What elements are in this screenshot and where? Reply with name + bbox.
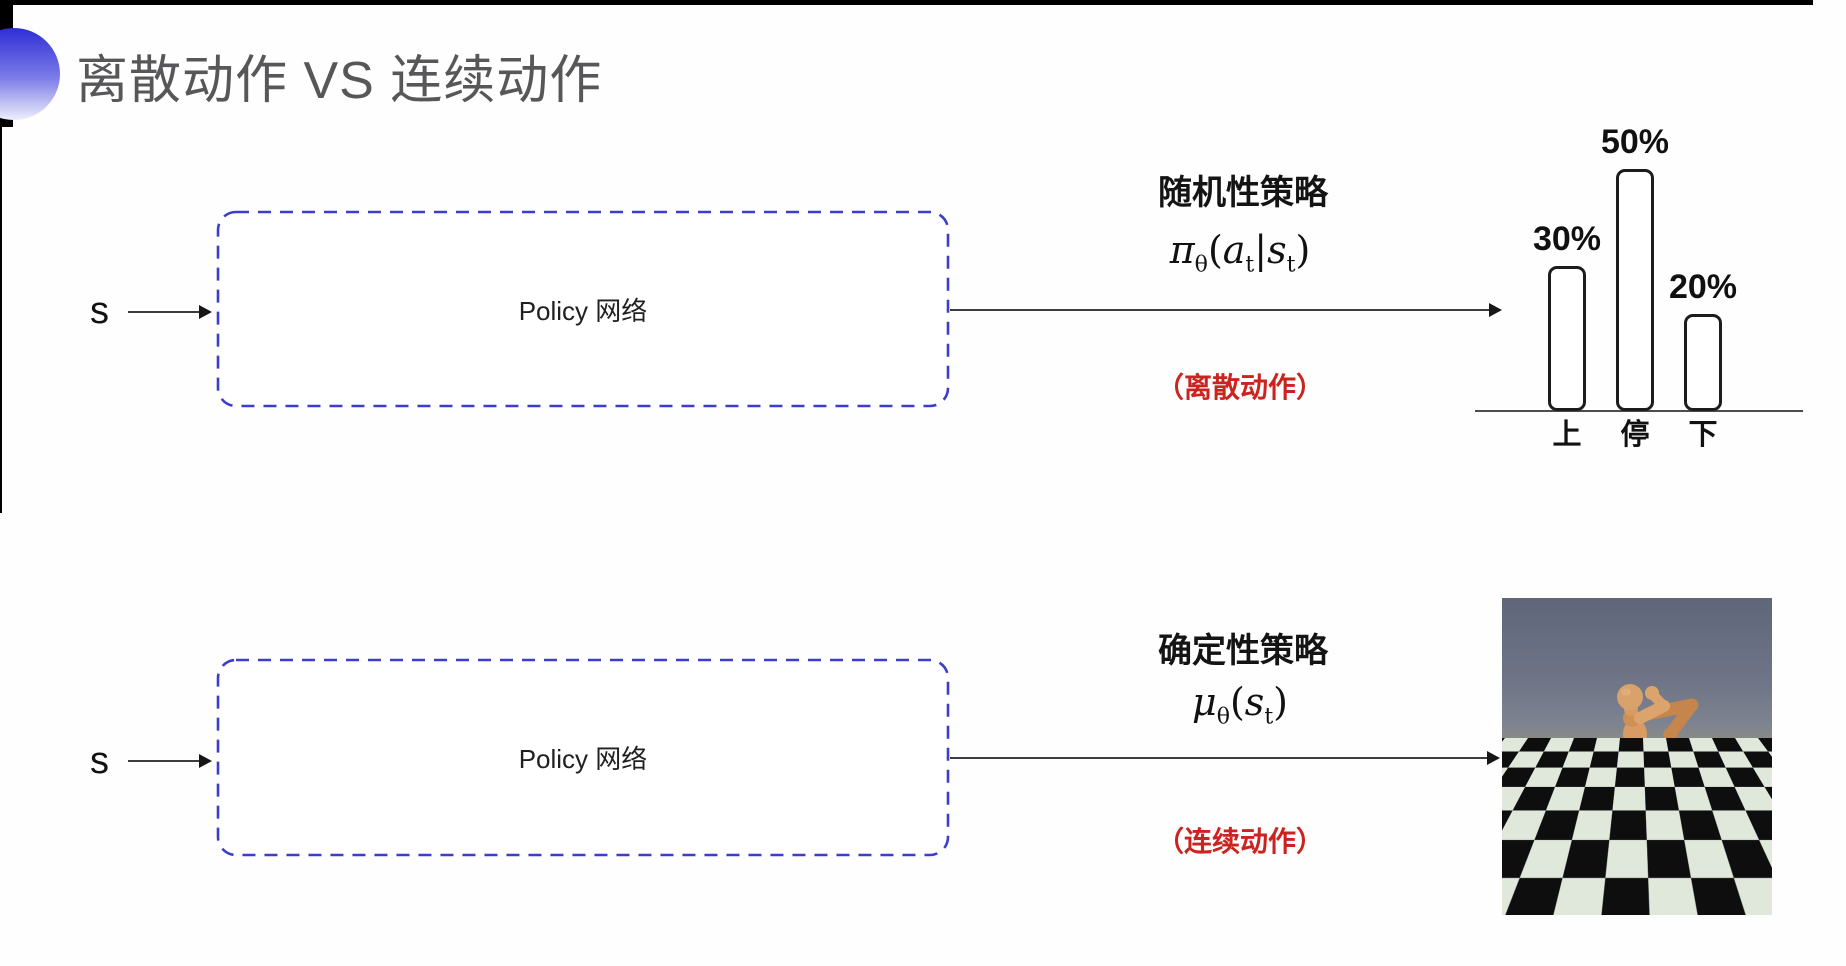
chart-bar [1616, 169, 1654, 411]
input-arrow-top [128, 305, 212, 319]
policy-network-label-bottom: Policy 网络 [518, 744, 648, 774]
annotation-continuous-action: （连续动作） [1155, 826, 1324, 857]
policy-formula-stochastic: πθ(at|st) [1169, 228, 1311, 278]
chart-category-label: 停 [1620, 419, 1650, 451]
chart-category-label: 上 [1552, 419, 1582, 451]
page-title: 离散动作 VS 连续动作 [76, 52, 603, 110]
annotation-discrete-action: （离散动作） [1155, 372, 1324, 403]
humanoid-figure [1572, 684, 1699, 908]
chart-baseline [1475, 410, 1803, 412]
chart-category-label: 下 [1688, 419, 1718, 451]
policy-network-label-top: Policy 网络 [518, 295, 648, 326]
humanoid-robot-image [1502, 598, 1772, 915]
policy-network-box-top [216, 210, 950, 408]
chart-bar [1684, 314, 1722, 411]
chart-value-label: 50% [1600, 123, 1670, 161]
chart-value-label: 30% [1532, 220, 1602, 258]
policy-network-box-bottom [216, 658, 950, 857]
policy-name-stochastic: 随机性策略 [1158, 174, 1328, 212]
screenshot-top-border [0, 0, 1813, 5]
screenshot-left-border-thin [0, 127, 2, 513]
chart-value-label: 20% [1668, 268, 1738, 306]
probability-bar-chart: 30% 上 50% 停 20% 下 [1475, 115, 1803, 460]
policy-name-deterministic: 确定性策略 [1158, 632, 1328, 670]
policy-formula-deterministic: μθ(st) [1192, 680, 1288, 730]
state-input-label-top: s [90, 290, 109, 332]
chart-bar [1548, 266, 1586, 411]
output-arrow-top [950, 303, 1502, 317]
input-arrow-bottom [128, 754, 212, 768]
output-arrow-bottom [950, 751, 1500, 765]
title-bullet-icon [0, 28, 60, 120]
state-input-label-bottom: s [90, 740, 109, 782]
